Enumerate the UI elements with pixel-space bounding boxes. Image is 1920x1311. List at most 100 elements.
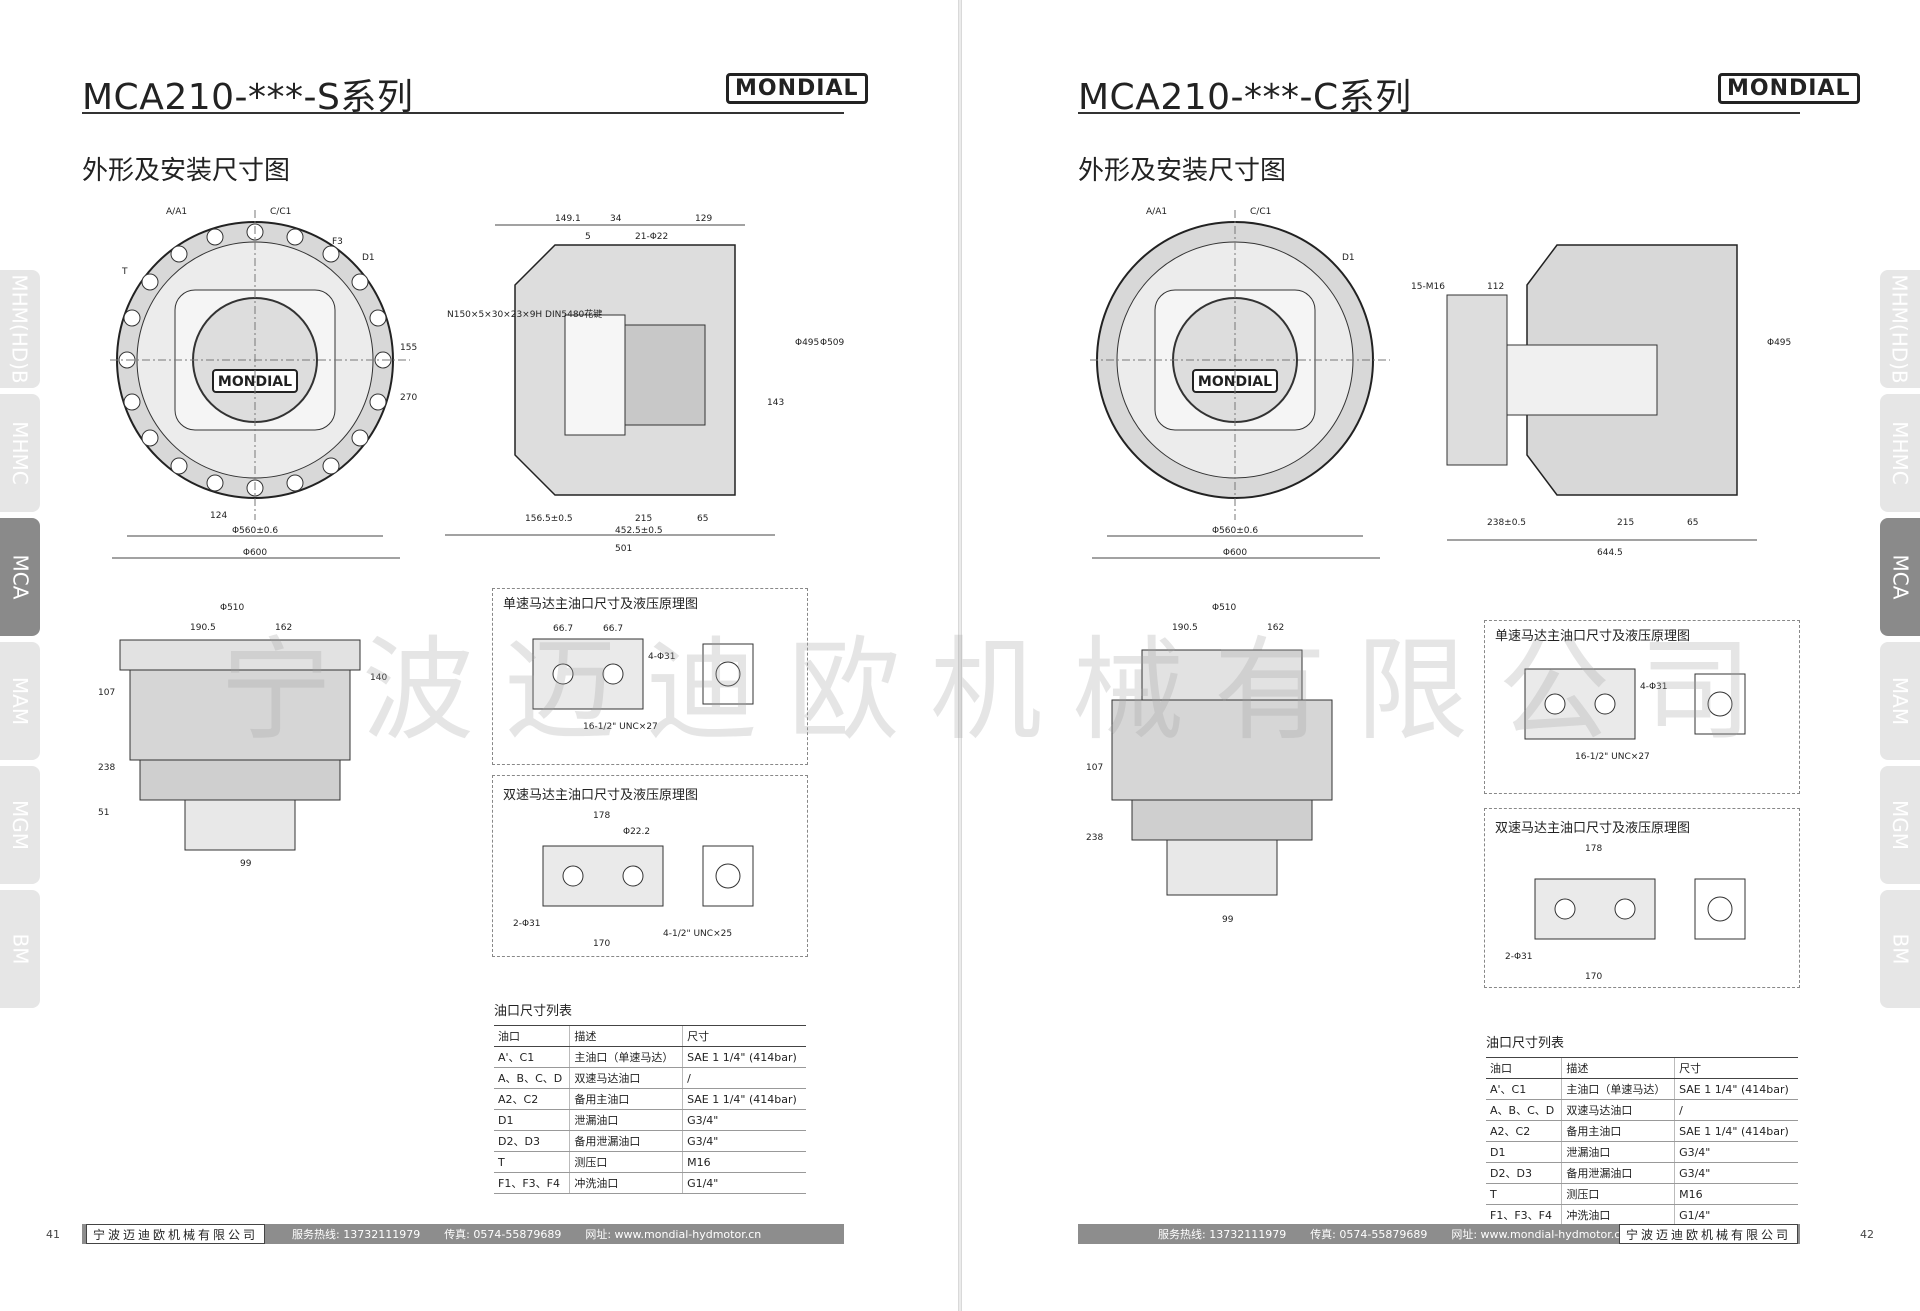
dim-label: Φ510 [220,603,245,613]
table-cell: SAE 1 1/4" (414bar) [1674,1078,1798,1100]
single-speed-port-box: 单速马达主油口尺寸及液压原理图 4-Φ31 16-1/2" UNC×27 [1484,620,1800,794]
brand-logo: MONDIAL [726,73,868,104]
table-header-row: 油口 描述 尺寸 [1486,1057,1798,1079]
footer-website[interactable]: 网址: www.mondial-hydmotor.cn [585,1228,762,1241]
series-tab-mca[interactable]: MCA [0,518,40,636]
table-cell: F1、F3、F4 [494,1172,570,1194]
right-page: MCA210-***-C系列 MONDIAL 外形及安装尺寸图 MONDIAL … [962,0,1920,1311]
footer-company: 宁波迈迪欧机械有限公司 [86,1224,266,1244]
dim-label: 170 [1585,972,1602,982]
dim-label: 170 [593,939,610,949]
dim-label: Φ600 [1223,548,1248,558]
table-cell: 泄漏油口 [1561,1141,1675,1163]
section-title: 外形及安装尺寸图 [82,156,291,186]
series-tab-list: MHM(HD)B MHMC MCA MAM MGM BM [0,270,40,1014]
table-cell: D1 [1486,1141,1562,1163]
table-header-row: 油口 描述 尺寸 [494,1025,806,1047]
dim-label: 270 [400,393,417,403]
series-tab-bm[interactable]: BM [1880,890,1920,1008]
table-cell: D1 [494,1109,570,1131]
dim-label: 129 [695,214,712,224]
dim-label: 644.5 [1597,548,1623,558]
series-tab-mhmhdb[interactable]: MHM(HD)B [0,270,40,388]
dim-label: 238±0.5 [1487,518,1526,528]
series-tab-mhmc[interactable]: MHMC [0,394,40,512]
footer-website[interactable]: 网址: www.mondial-hydmotor.cn [1451,1228,1628,1241]
footer-hotline: 服务热线: 13732111979 [292,1228,421,1241]
dim-label: Φ600 [243,548,268,558]
dim-label: Φ560±0.6 [232,526,278,536]
table-cell: 测压口 [1561,1183,1675,1205]
dual-speed-title: 双速马达主油口尺寸及液压原理图 [1495,821,1691,836]
table-title: 油口尺寸列表 [494,1004,573,1019]
table-cell: SAE 1 1/4" (414bar) [682,1046,806,1068]
table-header: 油口 [1486,1057,1562,1079]
single-speed-port-drawing: 4-Φ31 16-1/2" UNC×27 [1524,668,1746,762]
page-title: MCA210-***-S系列 [82,77,414,118]
table-header: 尺寸 [682,1025,806,1047]
series-tab-mca[interactable]: MCA [1880,518,1920,636]
table-cell: 备用主油口 [1561,1120,1675,1142]
series-tab-mhmc[interactable]: MHMC [1880,394,1920,512]
series-tab-mam[interactable]: MAM [1880,642,1920,760]
brand-logo: MONDIAL [1718,73,1860,104]
dual-speed-port-box: 双速马达主油口尺寸及液压原理图 178 2-Φ31 170 [1484,808,1800,988]
dim-label: 65 [697,514,708,524]
dim-label: Φ509 [820,338,845,348]
table-cell: 备用主油口 [569,1088,683,1110]
dim-label: 2-Φ31 [513,919,541,929]
title-divider [1078,112,1800,114]
table-cell: 测压口 [569,1151,683,1173]
table-cell: T [1486,1183,1562,1205]
dim-label: 215 [635,514,652,524]
dim-label: 156.5±0.5 [525,514,573,524]
series-tab-mhmhdb[interactable]: MHM(HD)B [1880,270,1920,388]
table-header: 油口 [494,1025,570,1047]
dim-label: 107 [1086,763,1103,773]
dim-label: 190.5 [190,623,216,633]
series-tab-mgm[interactable]: MGM [1880,766,1920,884]
series-tab-mgm[interactable]: MGM [0,766,40,884]
dim-label: Φ560±0.6 [1212,526,1258,536]
port-label: C/C1 [1250,207,1271,217]
table-title: 油口尺寸列表 [1486,1036,1565,1051]
dim-label: 66.7 [553,624,573,634]
dim-label: 5 [585,232,591,242]
table-cell: G3/4" [1674,1162,1798,1184]
dim-label: Φ495 [795,338,819,348]
series-tab-mam[interactable]: MAM [0,642,40,760]
front-view-drawing: MONDIAL Φ560±0.6 Φ600 124 A/A1 C/C1 F3 D… [110,207,417,559]
dim-label: 143 [767,398,784,408]
table-header: 尺寸 [1674,1057,1798,1079]
table-cell: G1/4" [682,1172,806,1194]
port-label: C/C1 [270,207,291,217]
dim-label: Φ510 [1212,603,1237,613]
table-cell: F1、F3、F4 [1486,1204,1562,1226]
table-cell: M16 [1674,1183,1798,1205]
table-cell: T [494,1151,570,1173]
table-cell: / [1674,1099,1798,1121]
side-section-drawing: 149.1 34 5 21-Φ22 129 N150×5×30×23×9H DI… [445,214,845,554]
series-tab-bm[interactable]: BM [0,890,40,1008]
dim-label: 149.1 [555,214,581,224]
dim-label: 112 [1487,282,1504,292]
dual-speed-port-drawing: 178 Φ22.2 2-Φ31 170 4-1/2" UNC×25 [513,811,754,949]
port-label: F3 [332,237,343,247]
dim-label: 99 [1222,915,1234,925]
dim-label: 99 [240,859,252,869]
